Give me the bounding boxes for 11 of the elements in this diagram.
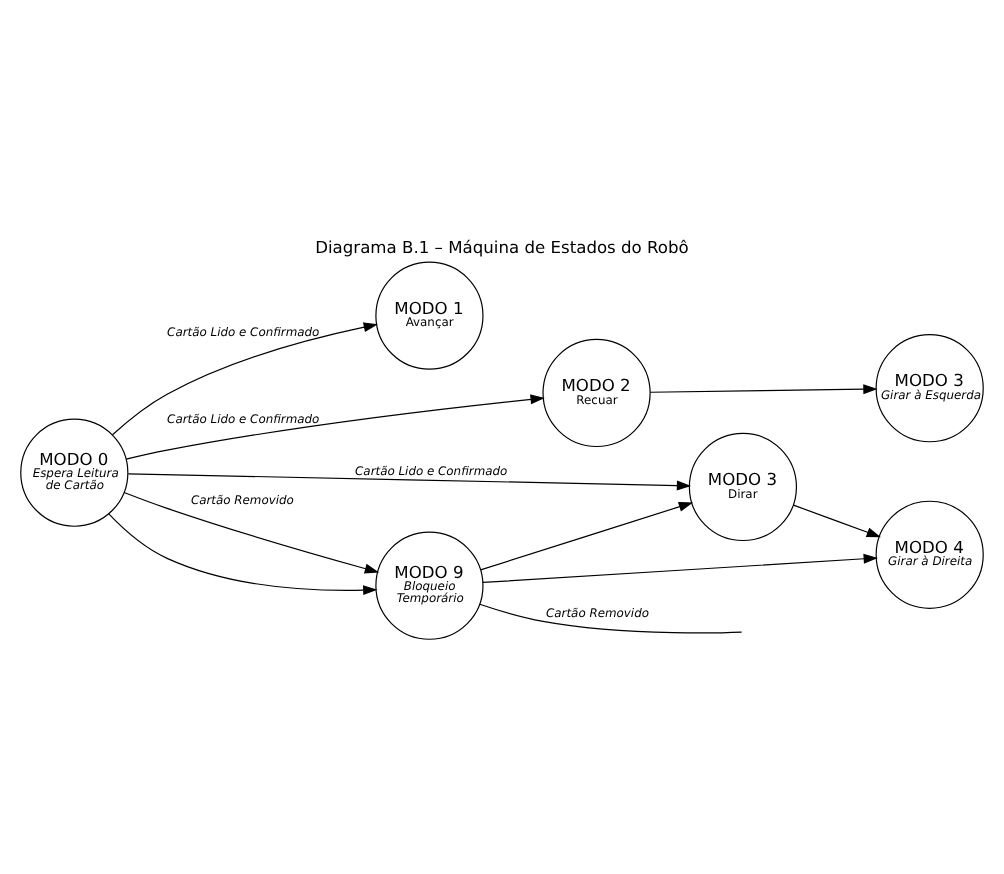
arrow	[125, 394, 545, 460]
arrow	[480, 501, 694, 571]
arrow	[649, 384, 878, 395]
arrow	[108, 513, 378, 596]
arrow	[127, 473, 692, 491]
arrow	[123, 491, 380, 574]
arrow	[792, 504, 881, 538]
diagram-title: Diagrama B.1 – Máquina de Estados do Robô	[315, 236, 689, 257]
arrow	[111, 322, 378, 436]
arrow	[482, 553, 878, 584]
connector	[479, 603, 743, 634]
